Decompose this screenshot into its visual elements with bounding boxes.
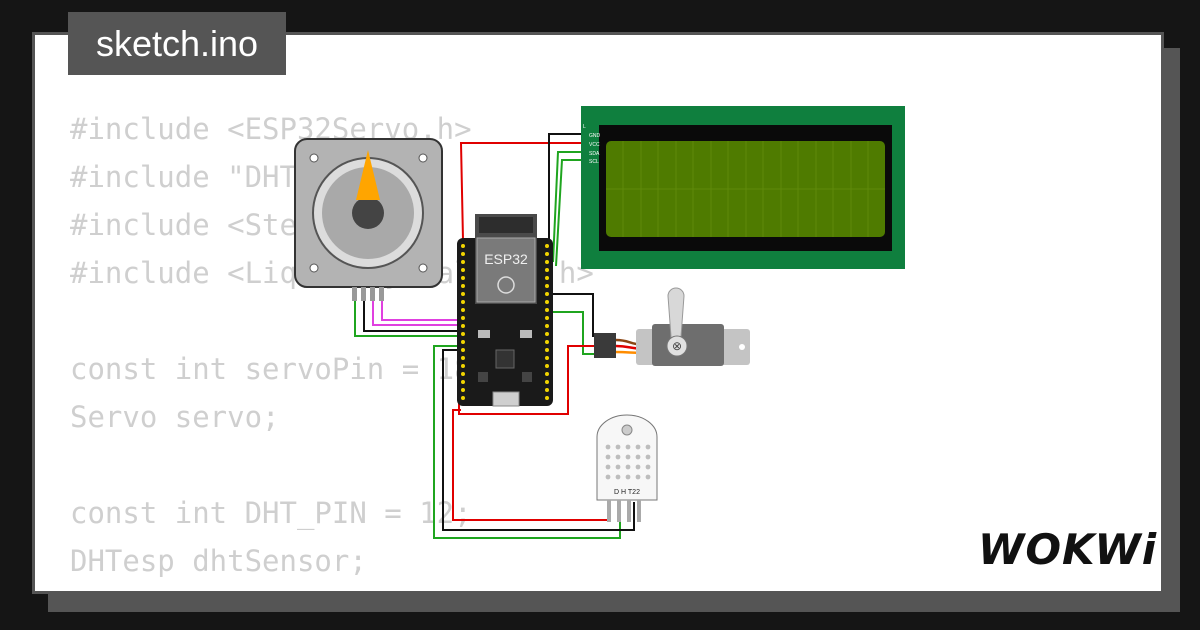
servo-motor[interactable]: ⊗ [594, 287, 750, 366]
wire-magenta-stepper-b [381, 300, 459, 321]
wire-green-lcd-sda [552, 151, 588, 263]
wire-green-servo [551, 311, 600, 355]
wire-black-stepper [363, 300, 459, 332]
lcd-grid [606, 141, 885, 237]
code-line: Servo servo; [70, 400, 280, 434]
wokwi-logo: WOKWi [978, 525, 1158, 574]
wire-red-lcd-vcc [459, 142, 588, 241]
dht22-grille [605, 444, 651, 480]
wire-green-stepper [354, 300, 459, 337]
esp32-board[interactable]: ESP32 [457, 214, 553, 407]
lcd-pin-label: L [583, 124, 586, 130]
code-line: const int DHT_PIN = 12; [70, 496, 472, 530]
wire-green-lcd-scl [555, 159, 588, 267]
file-tab[interactable]: sketch.ino [68, 12, 286, 75]
wire-magenta-stepper-a [372, 300, 459, 326]
lcd-pin-label: GND [589, 133, 601, 139]
lcd-pin-label: SDA [589, 151, 600, 157]
wires [354, 133, 635, 539]
wire-black-dht [442, 349, 635, 531]
lcd-pin-label: SCL [589, 159, 599, 165]
dht22-sensor[interactable]: D H T22 [596, 414, 658, 522]
esp32-label: ESP32 [484, 251, 528, 267]
stepper-motor[interactable] [294, 138, 443, 301]
esp32-pins-right [545, 244, 549, 400]
lcd-pin-label: VCC [589, 142, 600, 148]
code-line: DHTesp dhtSensor; [70, 544, 367, 578]
dht22-label: D H T22 [614, 489, 640, 496]
wire-black-lcd-gnd [548, 133, 588, 260]
esp32-pins-left [461, 244, 465, 400]
wire-green-dht [433, 345, 621, 539]
lcd-display[interactable]: L GND VCC SDA SCL [581, 106, 905, 269]
wire-black-servo [551, 293, 600, 337]
svg-text:⊗: ⊗ [672, 339, 682, 353]
wire-red-dht [452, 409, 611, 521]
